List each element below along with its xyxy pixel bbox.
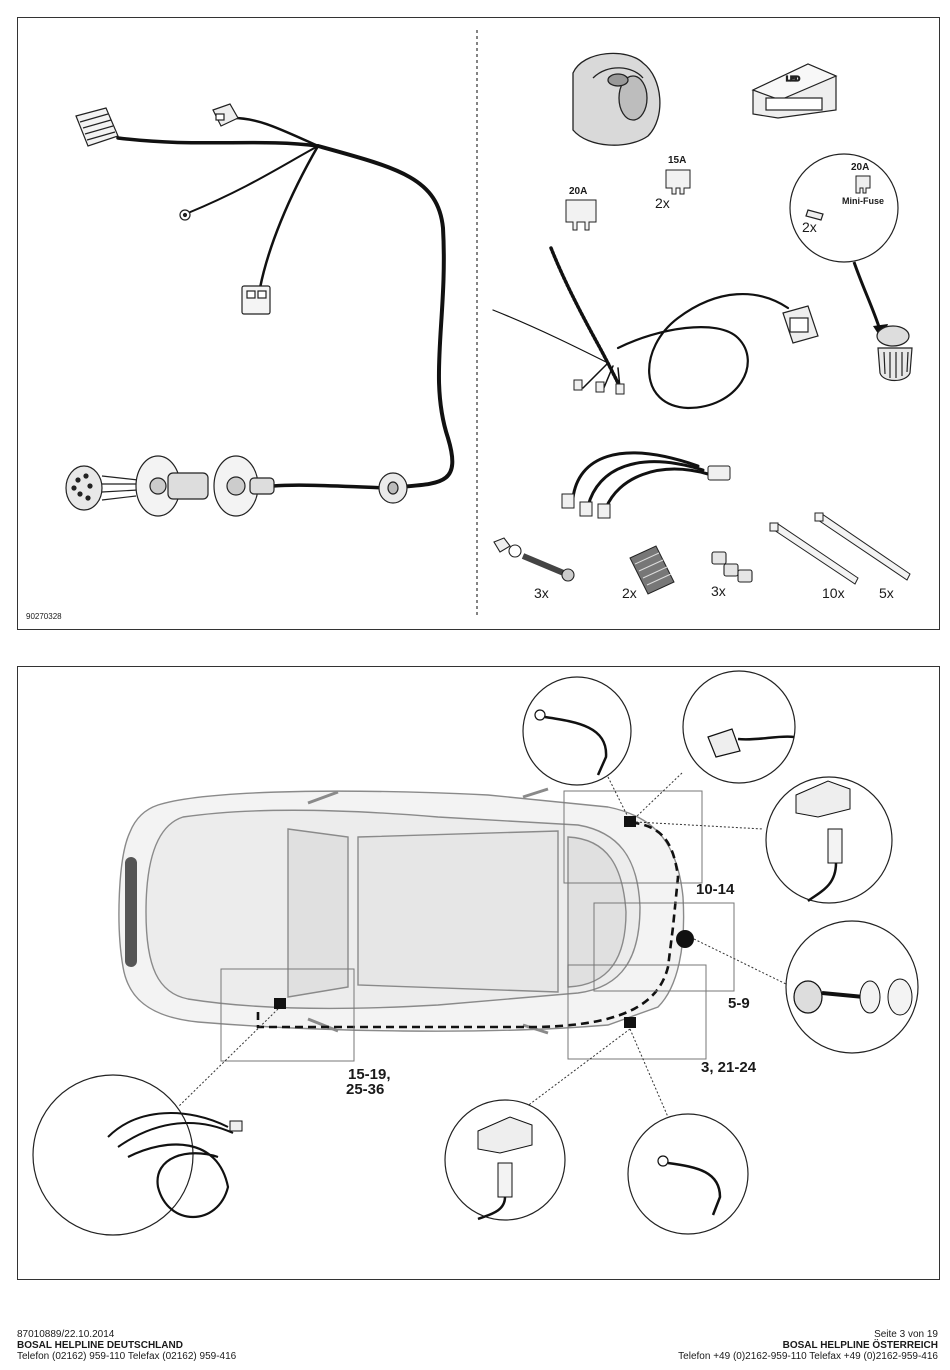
parts-drawing: 90270328 LED 15A 2x 20A <box>18 18 939 629</box>
main-harness <box>118 118 452 488</box>
mini-fuse-qty: 2x <box>802 219 817 235</box>
page-number: Seite 3 von 19 <box>678 1329 938 1340</box>
fuse-20a-label: 20A <box>569 186 587 197</box>
adapter-harness <box>573 453 708 508</box>
socket-housing-icon <box>573 53 660 145</box>
fuse-20a-icon <box>566 200 596 230</box>
ties-short-qty: 5x <box>879 585 894 601</box>
fuse-15a-qty: 2x <box>655 195 670 211</box>
fuse-holder-icon <box>877 326 912 381</box>
small-plug-icon <box>213 104 238 126</box>
connector-point-c <box>624 816 636 827</box>
detail-ring-terminal-2 <box>628 1114 748 1234</box>
callout-3-21-24: 3, 21-24 <box>701 1059 757 1076</box>
helpline-germany-phone: Telefon (02162) 959-110 Telefax (02162) … <box>17 1351 236 1362</box>
parts-panel: 90270328 LED 15A 2x 20A <box>17 17 940 630</box>
detail-ring-terminal <box>523 677 631 785</box>
installation-drawing: 10-14 5-9 3, 21-24 15-19, 25-36 <box>18 667 939 1279</box>
helpline-germany-title: BOSAL HELPLINE DEUTSCHLAND <box>17 1340 236 1351</box>
document-id: 87010889/22.10.2014 <box>17 1329 236 1340</box>
connector-point-a <box>274 998 286 1009</box>
footer-right: Seite 3 von 19 BOSAL HELPLINE ÖSTERREICH… <box>678 1329 938 1362</box>
callout-25-36: 25-36 <box>346 1081 384 1098</box>
bolt-set-icon <box>494 538 574 581</box>
cable-ties-icon <box>770 513 910 584</box>
led-module-icon: LED <box>753 64 836 118</box>
bolt-qty: 3x <box>534 585 549 601</box>
helpline-austria-title: BOSAL HELPLINE ÖSTERREICH <box>678 1340 938 1351</box>
fuse-15a-label: 15A <box>668 155 686 166</box>
relay-connector-icon <box>242 286 270 314</box>
grommet-icon <box>379 473 407 503</box>
drawing-code: 90270328 <box>26 612 62 621</box>
car-top-view <box>119 789 684 1033</box>
detail-harness <box>33 1075 193 1235</box>
detail-relay-plug <box>683 671 795 783</box>
loop-harness <box>493 248 788 408</box>
ring-terminal-icon <box>180 210 190 220</box>
mini-fuse-rating: 20A <box>851 162 869 173</box>
connector-plug-icon <box>783 306 818 343</box>
callout-5-9: 5-9 <box>728 995 750 1012</box>
multi-pin-connector-icon <box>76 108 118 146</box>
fuse-15a-icon <box>666 170 690 194</box>
ties-long-qty: 10x <box>822 585 845 601</box>
installation-panel: 10-14 5-9 3, 21-24 15-19, 25-36 <box>17 666 940 1280</box>
pads-qty: 2x <box>622 585 637 601</box>
arrow-line <box>854 262 880 330</box>
footer-left: 87010889/22.10.2014 BOSAL HELPLINE DEUTS… <box>17 1329 236 1362</box>
cable-clips-icon <box>712 552 752 582</box>
callout-10-14: 10-14 <box>696 881 735 898</box>
helpline-austria-phone: Telefon +49 (0)2162-959-110 Telefax +49 … <box>678 1351 938 1362</box>
clips-qty: 3x <box>711 583 726 599</box>
mini-fuse-detail-icon <box>790 154 898 262</box>
connector-point-b <box>624 1017 636 1028</box>
mini-fuse-name: Mini-Fuse <box>842 196 884 206</box>
towbar-socket-icon <box>66 456 274 516</box>
socket-point-icon <box>676 930 694 948</box>
module-label: LED <box>786 76 800 83</box>
rear-light-icon <box>125 857 137 967</box>
